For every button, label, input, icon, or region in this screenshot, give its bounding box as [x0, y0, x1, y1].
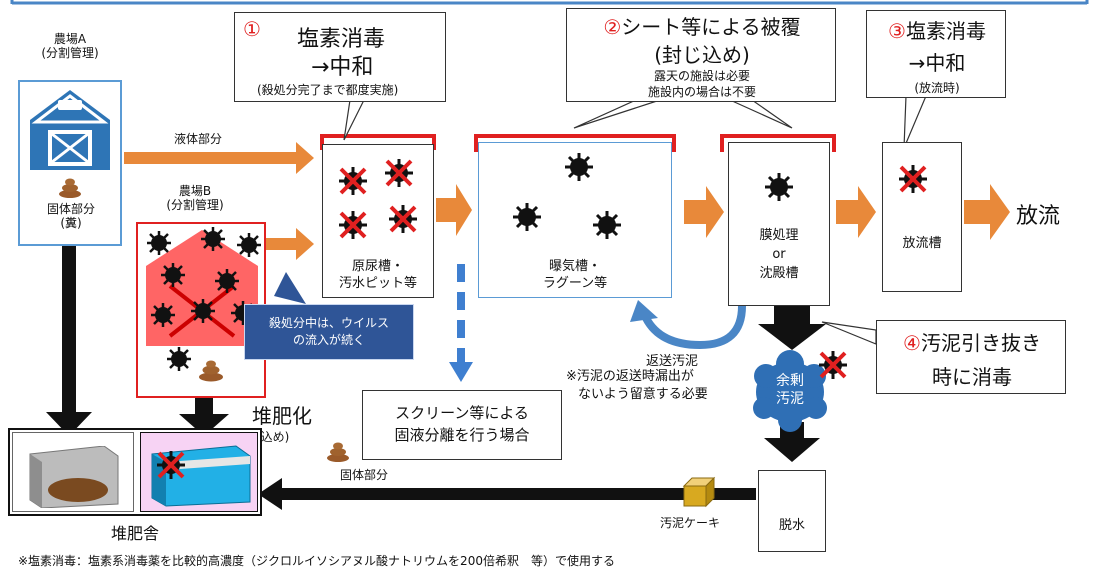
farm-a-solid-sub: (糞): [60, 216, 82, 230]
inflow-callout: 殺処分中は、ウイルス の流入が続く: [244, 304, 414, 360]
return-sludge-note2: ないよう留意する必要: [578, 387, 708, 402]
farm-b-title: 農場B (分割管理): [150, 184, 240, 212]
tank-aeration-label: 曝気槽・ ラグーン等: [478, 258, 672, 292]
arrow-to-release: [964, 184, 1010, 240]
farm-b-subtitle: (分割管理): [166, 198, 224, 212]
arrow-membrane-down: [758, 306, 826, 350]
bracket-2b: [720, 134, 836, 152]
excess-sludge-line1: 余剰: [776, 373, 804, 389]
step-2-note1: 露天の施設は必要: [653, 69, 750, 83]
step-1-line2: →中和: [311, 55, 374, 80]
farm-a-solid: 固体部分 (糞): [26, 202, 116, 230]
barn-icon: [30, 90, 110, 170]
callout-2-pointer-b: [729, 99, 793, 129]
inflow-note-line1: 殺処分中は、ウイルス: [268, 316, 389, 330]
inflow-callout-tail: [274, 272, 306, 304]
step-1-line1: 塩素消毒: [297, 27, 386, 52]
sludge-cake-box: [682, 476, 716, 508]
callout-4-pointer: [821, 321, 877, 345]
inflow-note-line2: の流入が続く: [292, 333, 365, 347]
step-3-number: ③: [888, 19, 906, 43]
compost-house-label: 堆肥舎: [110, 524, 159, 543]
solid-part-label: 固体部分: [340, 468, 389, 482]
step-3-line2: →中和: [908, 51, 966, 75]
step-2-note2: 施設内の場合は不要: [647, 85, 756, 99]
step-3-line1: 塩素消毒: [905, 19, 986, 43]
arrow-farm-b: [266, 228, 314, 260]
return-arrow: [642, 305, 746, 350]
farm-b-name: 農場B: [178, 184, 212, 198]
arrow-farm-b-down: [179, 398, 229, 436]
callout-step-4: ④汚泥引き抜き 時に消毒: [876, 320, 1066, 394]
callout-3-pointer: [903, 95, 927, 149]
step-4-line2: 時に消毒: [932, 365, 1012, 389]
callout-2-pointer-a: [573, 99, 661, 129]
return-sludge-title: 返送汚泥: [646, 354, 699, 369]
tank-membrane: [728, 142, 830, 306]
arrow-farm-a-down: [46, 246, 92, 436]
excess-sludge-line2: 汚泥: [776, 391, 804, 407]
flow-arrow: [124, 142, 1010, 260]
release-label: 放流: [1016, 204, 1061, 229]
step-4-number: ④: [903, 331, 921, 355]
tank-raw-label: 原尿槽・ 汚水ピット等: [322, 258, 434, 292]
callout-step-1: ① 塩素消毒 →中和 (殺処分完了まで都度実施): [234, 12, 446, 102]
step-1-number: ①: [243, 17, 261, 41]
callout-step-2: ②シート等による被覆 (封じ込め) 露天の施設は必要 施設内の場合は不要: [566, 8, 836, 102]
poop-icon: [199, 360, 223, 382]
compost-pile: [29, 446, 119, 508]
tank-raw-line2: 汚水ピット等: [338, 276, 417, 291]
dewatering-label: 脱水: [778, 518, 805, 533]
arrow-cake-to-house: [258, 478, 756, 510]
screen-separation-text: スクリーン等による 固液分離を行う場合: [362, 402, 562, 446]
tank-discharge-label: 放流槽: [902, 236, 942, 251]
arrow-to-discharge: [836, 186, 876, 238]
footnote: ※塩素消毒：塩素系消毒薬を比較的高濃度（ジクロルイソシアヌル酸ナトリウムを200…: [18, 554, 615, 568]
arrow-sludge-down: [764, 422, 820, 462]
farm-a-title: 農場A (分割管理): [30, 32, 110, 60]
sludge-cloud: [753, 350, 827, 432]
tank-raw-line1: 原尿槽・: [351, 259, 404, 274]
arrow-liquid: [124, 142, 314, 174]
liquid-part-label: 液体部分: [174, 132, 223, 146]
farm-a-name: 農場A: [53, 32, 87, 46]
tank-membrane-line3: 沈殿槽: [759, 266, 799, 281]
screen-note-line2: 固液分離を行う場合: [394, 426, 530, 444]
step-1-note: (殺処分完了まで都度実施): [257, 83, 399, 97]
sludge-cake-label: 汚泥ケーキ: [660, 516, 721, 530]
step-2-title: ②シート等による被覆: [567, 11, 837, 40]
screen-separation-box: [362, 390, 562, 460]
step-2-line2: (封じ込め): [654, 43, 750, 67]
tank-aeration-line1: 曝気槽・: [548, 259, 601, 274]
bracket-1: [320, 134, 436, 150]
farm-a-solid-label: 固体部分: [46, 202, 95, 216]
arrow-to-membrane: [684, 186, 724, 238]
step-2-number: ②: [603, 15, 622, 39]
tank-discharge: [882, 142, 962, 292]
poop-icon: [59, 178, 81, 198]
bracket-2a: [474, 134, 676, 152]
dewatering-box: [758, 470, 826, 552]
tank-membrane-line2: or: [772, 247, 786, 262]
step-4-line1: 汚泥引き抜き: [920, 331, 1041, 355]
step-4-title: ④汚泥引き抜き: [877, 327, 1067, 356]
tank-aeration-line2: ラグーン等: [542, 276, 608, 291]
composting-title: 堆肥化: [252, 404, 312, 428]
step-3-title: ③塩素消毒: [867, 15, 1007, 44]
screen-note-line1: スクリーン等による: [395, 404, 529, 422]
return-sludge-note: ※汚泥の返送時漏出が ないよう留意する必要: [566, 368, 708, 404]
callout-step-3: ③塩素消毒 →中和 (放流時): [866, 10, 1006, 98]
farm-a-subtitle: (分割管理): [41, 46, 99, 60]
arrow-to-aeration: [436, 184, 472, 236]
poop-icon: [327, 442, 349, 462]
return-sludge-note1: ※汚泥の返送時漏出が: [566, 369, 694, 384]
tank-raw-viruses: [338, 158, 428, 246]
excess-sludge-label: 余剰 汚泥: [760, 372, 820, 408]
tank-membrane-line1: 膜処理: [759, 228, 799, 243]
step-3-note: (放流時): [914, 81, 960, 95]
step-2-line1: シート等による被覆: [621, 15, 801, 39]
tank-membrane-label: 膜処理 or 沈殿槽: [728, 226, 830, 283]
